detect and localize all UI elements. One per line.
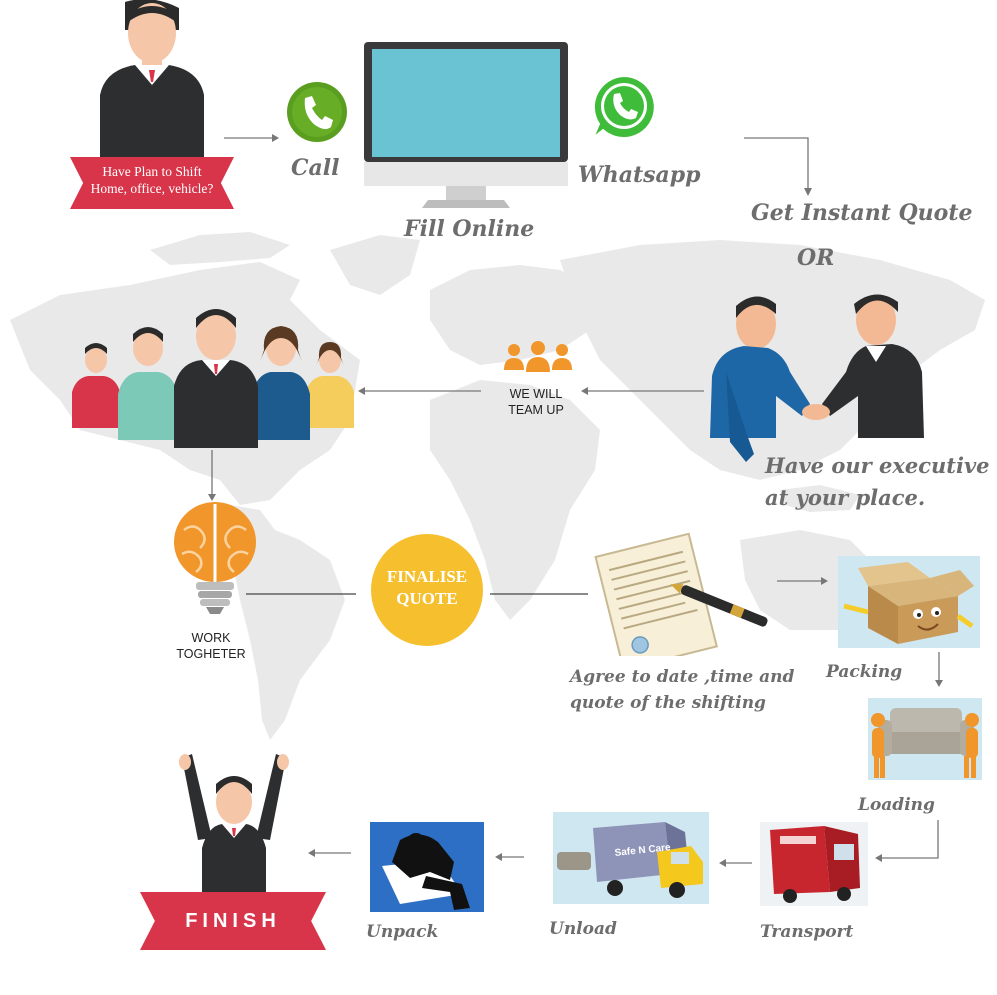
brain-bulb-icon — [174, 502, 256, 614]
arrow-down — [935, 652, 943, 687]
unload-label: Unload — [549, 919, 617, 939]
phone-icon[interactable] — [285, 80, 349, 144]
arrow-left — [495, 853, 524, 861]
transport-label: Transport — [760, 922, 854, 942]
team-group-icon — [72, 309, 354, 448]
connector-line — [246, 593, 356, 595]
contract-icon — [594, 532, 768, 656]
plan-line-2: Home, office, vehicle? — [90, 181, 214, 196]
executive-line-2: at your place. — [765, 485, 926, 510]
arrow-down-elbow — [744, 137, 812, 196]
team-icon — [504, 341, 572, 372]
arrow-left — [719, 859, 752, 867]
packing-label: Packing — [826, 662, 903, 682]
handshake-icon — [710, 294, 924, 462]
agree-line-1: Agree to date ,time and — [570, 667, 795, 687]
connector-line — [490, 593, 588, 595]
arrow-right — [224, 134, 279, 142]
finish-person-icon — [179, 754, 289, 902]
plan-banner: Have Plan to Shift Home, office, vehicle… — [70, 157, 234, 209]
unload-truck-icon: Safe N Care — [553, 812, 709, 904]
call-label: Call — [291, 155, 340, 181]
plan-line-1: Have Plan to Shift — [102, 164, 202, 179]
arrow-left-elbow — [875, 820, 939, 862]
box-icon — [838, 556, 980, 648]
arrow-left — [358, 387, 481, 395]
monitor-icon[interactable] — [362, 40, 570, 212]
sofa-icon — [868, 698, 982, 780]
we-will-line-1: WE WILL — [509, 387, 563, 401]
unpack-icon — [370, 822, 484, 912]
work-line-1: WORK — [191, 631, 231, 645]
agree-line-2: quote of the shifting — [570, 693, 766, 713]
unpack-label: Unpack — [366, 922, 439, 942]
instant-quote-label: Get Instant Quote — [751, 200, 973, 226]
work-line-2: TOGHETER — [176, 647, 246, 661]
finalise-line-1: FINALISE — [386, 567, 468, 586]
finalise-line-2: QUOTE — [396, 589, 458, 608]
arrow-down — [208, 450, 216, 501]
arrow-right — [777, 577, 828, 585]
fill-online-label: Fill Online — [404, 216, 535, 242]
finish-banner: FINISH — [140, 892, 326, 950]
whatsapp-icon[interactable] — [589, 72, 659, 142]
we-will-line-2: TEAM UP — [508, 403, 564, 417]
finish-label: FINISH — [185, 910, 281, 932]
arrow-left — [581, 387, 704, 395]
or-label: OR — [797, 245, 835, 271]
whatsapp-label: Whatsapp — [578, 162, 701, 188]
finalise-quote-circle: FINALISE QUOTE — [371, 534, 483, 646]
person-icon — [100, 0, 204, 170]
executive-line-1: Have our executive — [765, 453, 990, 478]
arrow-left — [308, 849, 351, 857]
truck-icon — [760, 822, 868, 906]
loading-label: Loading — [858, 795, 935, 815]
